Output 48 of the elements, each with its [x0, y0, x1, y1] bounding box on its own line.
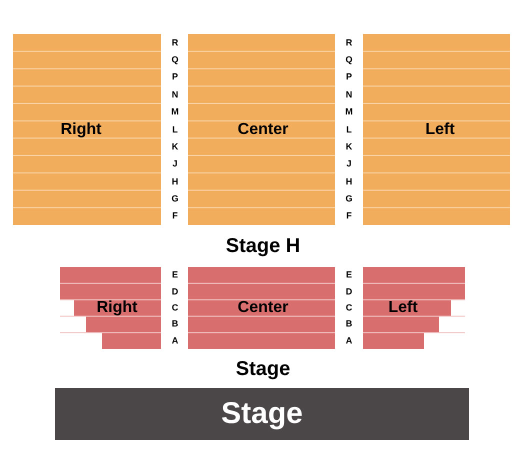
row-letter: Q — [346, 56, 352, 65]
row-letter: G — [346, 194, 352, 204]
row-letter: K — [172, 142, 178, 152]
row-letter: G — [172, 194, 178, 204]
row-letter: K — [346, 142, 352, 152]
row-letter: L — [172, 125, 178, 134]
seating-section — [60, 267, 161, 349]
row-letter: J — [346, 160, 352, 169]
row-letter: C — [172, 304, 178, 312]
row-letter: A — [172, 336, 178, 346]
row-letter: J — [172, 160, 178, 169]
seating-section — [13, 34, 161, 225]
section-label: Left — [388, 300, 418, 316]
row-letter: E — [346, 270, 352, 280]
row-letter: H — [172, 177, 178, 186]
row-letter: M — [171, 108, 179, 117]
row-letter: A — [346, 336, 352, 346]
area-heading: Stage — [236, 359, 290, 379]
row-letter: R — [172, 38, 178, 48]
seating-section — [188, 267, 335, 349]
stage-label: Stage — [221, 399, 303, 429]
seating-section — [363, 34, 510, 225]
stage-area — [55, 388, 469, 440]
section-label: Right — [96, 300, 138, 316]
row-letter: P — [346, 72, 352, 82]
section-label: Center — [238, 300, 288, 316]
row-letter: N — [346, 90, 352, 100]
row-letter: B — [346, 320, 352, 329]
row-letter: F — [172, 212, 178, 221]
area-heading: Stage H — [226, 236, 300, 256]
row-letter: D — [346, 287, 352, 296]
section-label: Center — [238, 122, 288, 138]
row-letter: M — [345, 108, 353, 117]
row-letter: L — [346, 125, 352, 134]
row-letter: B — [172, 320, 178, 329]
row-letter: Q — [172, 56, 178, 65]
row-letter: D — [172, 287, 178, 296]
seating-section — [188, 34, 335, 225]
row-letter: F — [346, 212, 352, 221]
section-label: Left — [425, 122, 455, 138]
row-letter: C — [346, 304, 352, 312]
section-label: Right — [60, 122, 102, 138]
row-letter: H — [346, 177, 352, 186]
row-letter: P — [172, 72, 178, 82]
row-letter: N — [172, 90, 178, 100]
row-letter: E — [172, 270, 178, 280]
row-letter: R — [346, 38, 352, 48]
seating-section — [363, 267, 465, 349]
